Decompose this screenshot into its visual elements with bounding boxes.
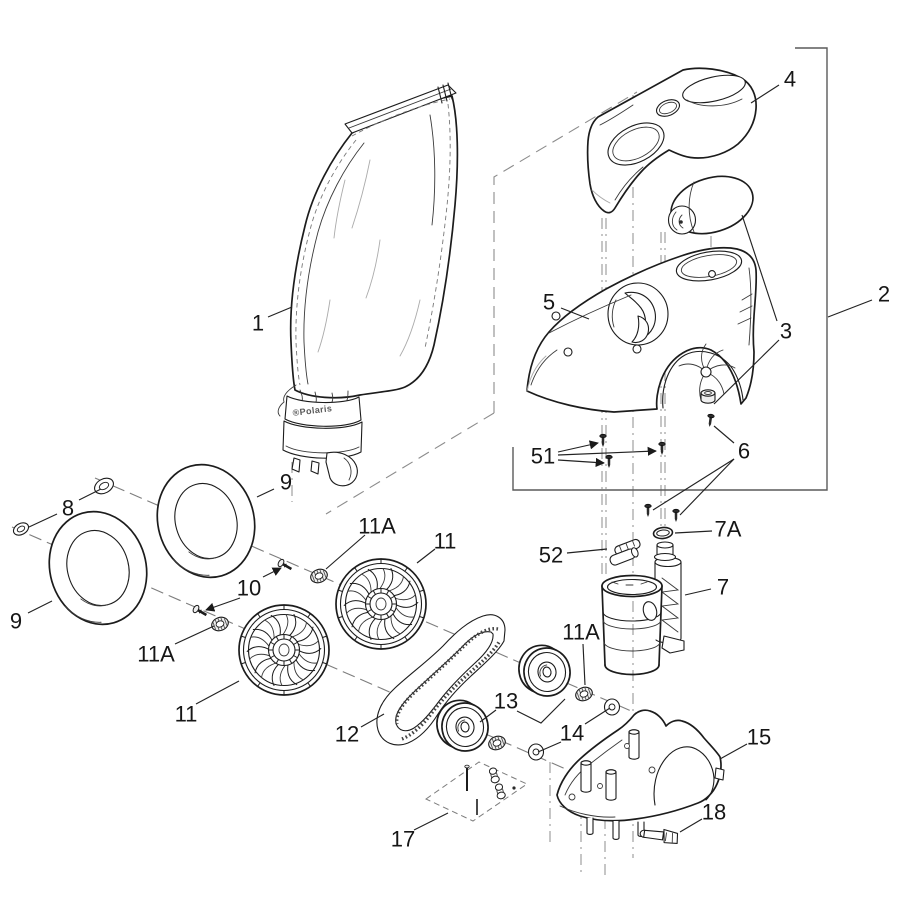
callout-leader-18 bbox=[679, 818, 703, 833]
part-debris-bag: ®Polaris bbox=[277, 82, 459, 487]
callout-leader-6 bbox=[679, 458, 735, 516]
callout-leader-11 bbox=[416, 548, 436, 564]
callout-label-11: 11 bbox=[434, 529, 457, 554]
callout-label-9: 9 bbox=[280, 470, 292, 495]
callout-label-14: 14 bbox=[560, 721, 584, 746]
callout-leader-5 bbox=[560, 307, 590, 320]
callout-leader-6 bbox=[652, 458, 735, 511]
callout-label-9: 9 bbox=[10, 609, 22, 634]
callout-label-11: 11 bbox=[175, 702, 198, 727]
callout-leader-13 bbox=[479, 709, 497, 723]
callout-leader-51 bbox=[557, 457, 605, 468]
callout-leader-7 bbox=[684, 588, 712, 596]
callout-leader-51 bbox=[557, 440, 599, 453]
callout-leader-11A bbox=[174, 625, 215, 645]
part-turbine-assembly bbox=[601, 541, 685, 676]
part-wheel-right bbox=[336, 559, 426, 649]
callout-label-10: 10 bbox=[237, 576, 261, 601]
callout-leader-8 bbox=[28, 513, 58, 528]
part-nut-6 bbox=[700, 389, 716, 404]
callout-label-15: 15 bbox=[747, 725, 771, 750]
part-handle bbox=[586, 67, 757, 214]
callout-leader-11A bbox=[325, 534, 366, 570]
callout-label-8: 8 bbox=[62, 496, 74, 521]
part-float bbox=[667, 175, 754, 235]
callout-leader-7A bbox=[674, 530, 713, 534]
callout-leader-2 bbox=[827, 299, 873, 318]
part-washer-14-2 bbox=[527, 743, 545, 761]
callout-leader-14 bbox=[537, 741, 562, 753]
callout-label-52: 52 bbox=[539, 543, 563, 568]
callout-label-13: 13 bbox=[494, 689, 518, 714]
callout-label-7: 7 bbox=[717, 575, 729, 600]
callout-label-7A: 7A bbox=[715, 517, 742, 542]
part-52 bbox=[609, 538, 641, 566]
bag-collar: ®Polaris bbox=[282, 395, 363, 487]
callout-leader-11 bbox=[195, 680, 240, 705]
callout-label-17: 17 bbox=[391, 827, 415, 852]
part-screw-51-3 bbox=[605, 454, 613, 469]
callout-label-18: 18 bbox=[702, 800, 726, 825]
callout-label-6: 6 bbox=[738, 439, 750, 464]
callout-leader-13 bbox=[516, 698, 566, 724]
part-wheel-left bbox=[239, 605, 329, 695]
part-nut-11a-4 bbox=[486, 733, 508, 753]
part-nut-11a-2 bbox=[209, 614, 231, 634]
part-tire-left bbox=[35, 499, 161, 637]
part-screw-51-2 bbox=[658, 441, 666, 456]
part-screw-51-1 bbox=[599, 433, 607, 448]
callout-label-51: 51 bbox=[531, 444, 555, 469]
part-screw-6-1 bbox=[705, 413, 715, 428]
callout-leader-11A bbox=[582, 643, 586, 686]
part-tire-right bbox=[143, 452, 269, 590]
callout-label-11A: 11A bbox=[358, 514, 396, 539]
callout-label-4: 4 bbox=[784, 67, 796, 92]
callout-label-3: 3 bbox=[780, 319, 792, 344]
callout-label-11A: 11A bbox=[562, 620, 600, 645]
callout-leader-10 bbox=[262, 567, 282, 578]
callout-leader-3 bbox=[741, 214, 778, 322]
brand-collar-text: ®Polaris bbox=[292, 403, 333, 418]
callout-leader-51 bbox=[557, 446, 657, 456]
callout-leader-4 bbox=[750, 84, 780, 104]
part-screw-6-3 bbox=[672, 508, 680, 523]
part-nut-11a-1 bbox=[308, 566, 330, 586]
callout-label-1: 1 bbox=[252, 311, 264, 336]
callout-leader-9 bbox=[256, 488, 275, 498]
callout-leader-52 bbox=[566, 548, 608, 554]
callout-leader-9 bbox=[27, 600, 53, 614]
callout-leader-15 bbox=[719, 743, 748, 760]
callout-leader-17 bbox=[413, 812, 449, 831]
part-18 bbox=[639, 828, 679, 845]
callout-leader-14 bbox=[584, 707, 611, 725]
part-17-kit bbox=[425, 761, 529, 822]
part-axle-bolt-1 bbox=[275, 557, 295, 574]
callout-label-11A: 11A bbox=[137, 642, 175, 667]
part-pulley-large bbox=[514, 640, 575, 702]
callout-leader-8 bbox=[78, 488, 102, 501]
part-oring-7a bbox=[652, 526, 674, 540]
part-washer-14-1 bbox=[603, 698, 621, 716]
callout-leader-12 bbox=[360, 713, 385, 728]
callout-leader-10 bbox=[205, 597, 241, 612]
part-screw-6-2 bbox=[644, 503, 652, 518]
volute-fan bbox=[678, 343, 736, 401]
part-chassis bbox=[556, 709, 725, 840]
reference-panel bbox=[493, 91, 638, 413]
part-body bbox=[526, 246, 758, 413]
assembly-bracket-2 bbox=[512, 47, 828, 491]
callout-leader-6 bbox=[713, 425, 735, 444]
callout-leader-3 bbox=[713, 339, 780, 405]
callout-leader-1 bbox=[267, 306, 293, 318]
part-belt bbox=[376, 614, 506, 746]
callout-label-12: 12 bbox=[335, 722, 359, 747]
callout-label-2: 2 bbox=[878, 282, 890, 307]
callout-label-5: 5 bbox=[543, 290, 555, 315]
